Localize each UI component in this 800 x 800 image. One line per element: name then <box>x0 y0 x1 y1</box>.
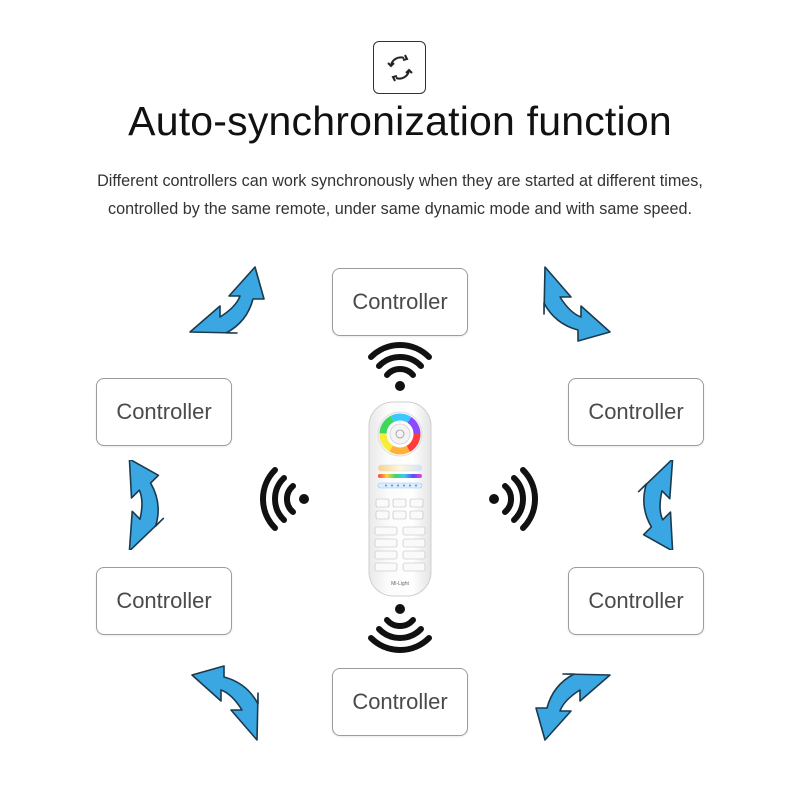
controller-upper-right: Controller <box>568 378 704 446</box>
sync-arrow-bottom-left <box>191 665 259 741</box>
wifi-signal-icon <box>258 465 310 533</box>
controller-top: Controller <box>332 268 468 336</box>
controller-label: Controller <box>116 399 212 424</box>
sync-arrow-top-right <box>543 266 611 342</box>
controller-label: Controller <box>588 588 684 613</box>
controller-bottom: Controller <box>332 668 468 736</box>
controller-lower-right: Controller <box>568 567 704 635</box>
subtitle-line-1: Different controllers can work synchrono… <box>97 172 703 190</box>
controller-label: Controller <box>116 588 212 613</box>
controller-label: Controller <box>588 399 684 424</box>
remote-control: Mi-Light <box>368 401 432 597</box>
wifi-signal-icon <box>366 340 434 392</box>
subtitle-line-2: controlled by the same remote, under sam… <box>108 200 692 218</box>
sync-arrow-right <box>618 460 707 550</box>
wifi-signal-icon <box>366 603 434 655</box>
sync-arrow-top-left <box>189 266 265 334</box>
controller-upper-left: Controller <box>96 378 232 446</box>
sync-arrow-bottom-right <box>535 673 611 741</box>
controller-label: Controller <box>352 689 448 714</box>
controller-label: Controller <box>352 289 448 314</box>
remote-brand: Mi-Light <box>391 581 409 587</box>
sync-icon <box>373 41 426 94</box>
sync-arrow-left <box>95 460 184 550</box>
page-title: Auto-synchronization function <box>128 98 672 144</box>
wifi-signal-icon <box>488 465 540 533</box>
controller-lower-left: Controller <box>96 567 232 635</box>
